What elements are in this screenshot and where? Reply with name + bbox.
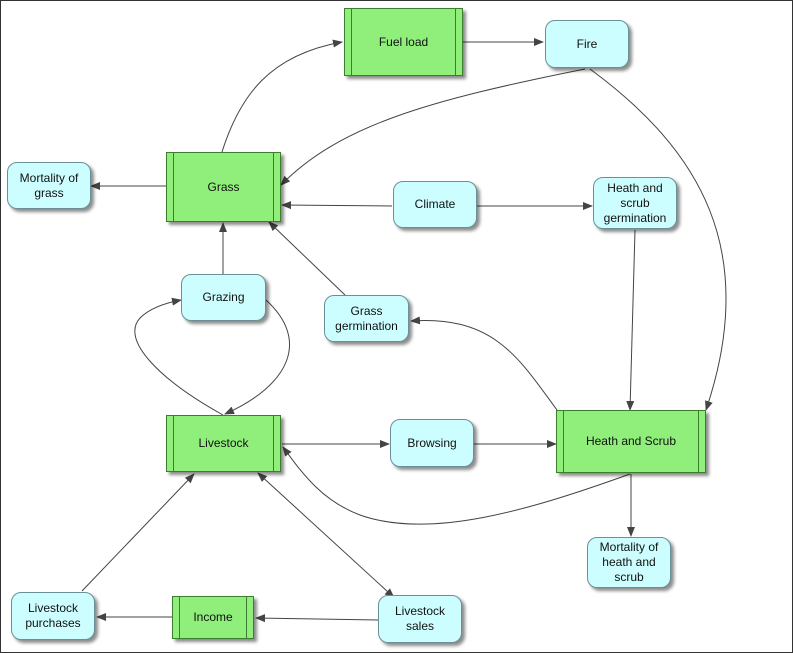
node-grass-germination[interactable]: Grass germination bbox=[324, 295, 409, 342]
node-livestock-label: Livestock bbox=[198, 436, 249, 450]
node-fire[interactable]: Fire bbox=[545, 20, 629, 68]
node-browsing-label: Browsing bbox=[407, 435, 457, 450]
node-fuel-load-label: Fuel load bbox=[378, 34, 429, 49]
edge-heath-scrub-to-grass-germination bbox=[410, 316, 558, 411]
edge-fire-to-grass bbox=[280, 68, 586, 186]
edge-livestock-sales-livestock bbox=[257, 472, 395, 599]
edge-heath-germination-to-heath-scrub bbox=[626, 229, 636, 411]
node-grazing-label: Grazing bbox=[202, 290, 245, 304]
node-fire-label: Fire bbox=[576, 36, 598, 51]
edge-livestock-sales-to-income bbox=[255, 614, 379, 623]
node-income-label: Income bbox=[193, 610, 233, 624]
node-livestock-purchases-label: Livestock purchases bbox=[25, 601, 81, 630]
node-heath-scrub-germination[interactable]: Heath and scrub germination bbox=[593, 177, 677, 229]
node-climate[interactable]: Climate bbox=[393, 181, 477, 228]
node-heath-and-scrub-label: Heath and Scrub bbox=[585, 434, 677, 448]
edge-fire-to-heath-scrub bbox=[589, 68, 727, 411]
node-grass[interactable]: Grass bbox=[166, 152, 281, 222]
node-livestock-purchases[interactable]: Livestock purchases bbox=[11, 592, 95, 640]
node-mortality-of-grass[interactable]: Mortality of grass bbox=[7, 162, 91, 209]
node-heath-and-scrub[interactable]: Heath and Scrub bbox=[556, 410, 706, 473]
edge-livestock-purchases-to-livestock bbox=[81, 473, 195, 592]
node-grass-label: Grass bbox=[207, 179, 240, 194]
node-income[interactable]: Income bbox=[172, 596, 254, 639]
node-livestock-sales[interactable]: Livestock sales bbox=[378, 595, 462, 643]
node-heath-scrub-germination-label: Heath and scrub germination bbox=[603, 180, 667, 225]
node-livestock[interactable]: Livestock bbox=[166, 415, 281, 472]
node-mortality-of-heath-scrub-label: Mortality of heath and scrub bbox=[599, 540, 659, 584]
edge-grazing-to-livestock bbox=[224, 299, 291, 415]
node-fuel-load[interactable]: Fuel load bbox=[344, 8, 463, 76]
node-mortality-of-grass-label: Mortality of grass bbox=[19, 170, 79, 200]
edge-climate-to-grass bbox=[281, 201, 393, 210]
edge-livestock-to-grazing bbox=[134, 297, 224, 416]
edge-grass-to-fuel-load bbox=[221, 39, 343, 153]
node-grass-germination-label: Grass germination bbox=[335, 303, 398, 333]
node-mortality-of-heath-scrub[interactable]: Mortality of heath and scrub bbox=[587, 537, 671, 588]
node-grazing[interactable]: Grazing bbox=[181, 274, 266, 321]
node-livestock-sales-label: Livestock sales bbox=[394, 604, 446, 633]
node-climate-label: Climate bbox=[414, 197, 456, 211]
edge-grass-germination-to-grass bbox=[268, 221, 346, 296]
node-browsing[interactable]: Browsing bbox=[390, 419, 474, 467]
